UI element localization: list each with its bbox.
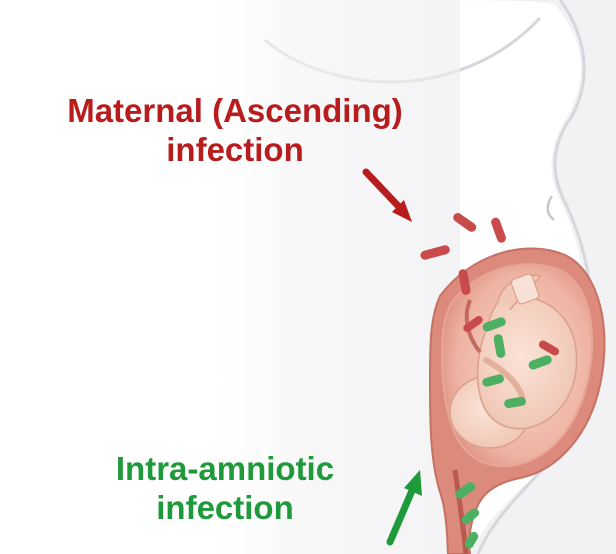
maternal-label-line1: Maternal (Ascending) (20, 92, 450, 131)
amniotic-label-line1: Intra-amniotic (60, 450, 390, 489)
maternal-infection-label: Maternal (Ascending) infection (20, 92, 450, 170)
maternal-label-line2: infection (20, 131, 450, 170)
intra-amniotic-infection-label: Intra-amniotic infection (60, 450, 390, 528)
amniotic-label-line2: infection (60, 489, 390, 528)
navel-mark (548, 196, 554, 220)
maternal-pathogen (490, 216, 507, 244)
